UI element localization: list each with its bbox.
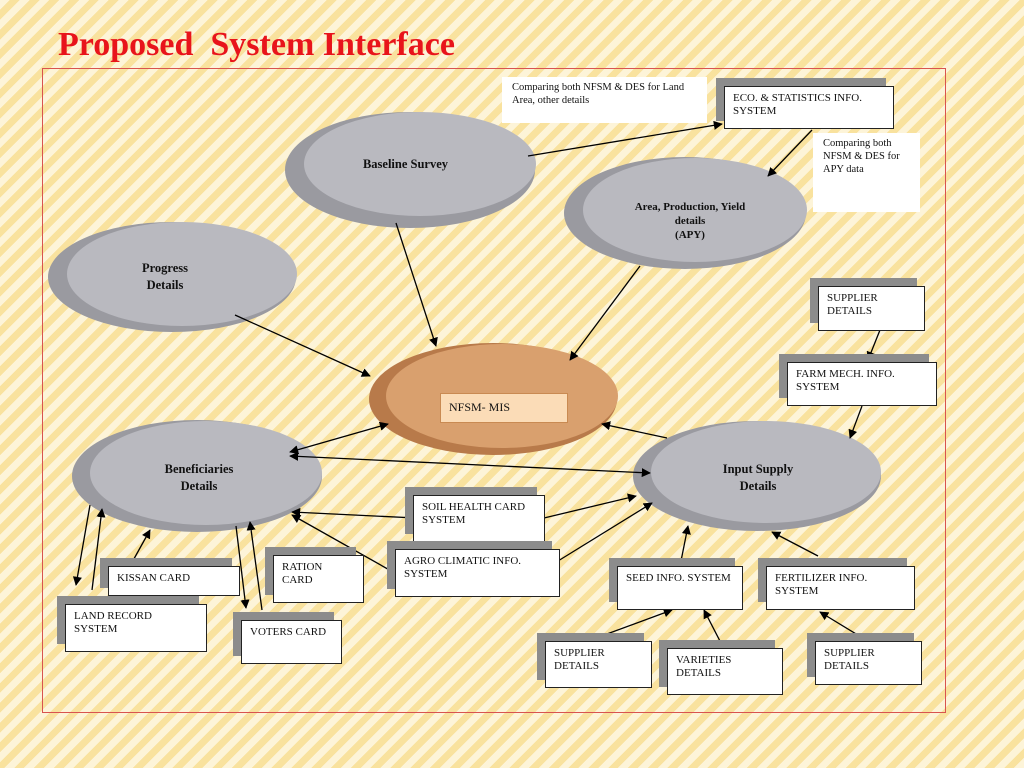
arrow-agro-to-input [557,502,653,562]
label-input-supply: Input Supply Details [703,461,813,495]
note-apy-data: Comparing both NFSM & DES for APY data [813,133,920,212]
arrow-soil-to-input [543,493,637,519]
label-nfsm-mis: NFSM- MIS [440,393,568,423]
box-soil-health: SOIL HEALTH CARD SYSTEM [413,495,545,542]
arrow-supplier-to-farmmech [866,329,881,361]
box-varieties: VARIETIES DETAILS [667,648,783,695]
box-fertilizer: FERTILIZER INFO. SYSTEM [766,566,915,610]
arrow-kissan-to-beneficiaries [129,529,151,567]
progress-line-2: Details [146,278,184,292]
arrow-beneficiaries-to-voters [235,525,250,609]
arrow-farmmech-to-input [848,405,863,439]
oval-baseline-survey [285,112,536,228]
label-progress: Progress Details [115,260,215,294]
oval-input-supply [633,421,881,531]
arrow-fertilizer-to-input [771,531,819,557]
box-ration: RATION CARD [273,555,364,603]
oval-apy [564,157,807,269]
box-kissan: KISSAN CARD [108,566,240,596]
progress-line-1: Progress [141,261,189,275]
arrow-agro-to-beneficiaries [291,514,394,573]
arrow-land-to-beneficiaries [91,508,106,591]
apy-line-3: (APY) [675,229,705,241]
oval-beneficiaries [72,420,322,532]
page-title: Proposed System Interface [58,26,455,63]
arrow-varieties-to-seed [703,609,723,646]
box-agro-climatic: AGRO CLIMATIC INFO. SYSTEM [395,549,560,597]
note-land-area: Comparing both NFSM & DES for Land Area,… [502,77,707,123]
arrow-voters-to-beneficiaries [246,521,263,611]
arrow-mis-beneficiaries [289,421,389,455]
box-seed: SEED INFO. SYSTEM [617,566,743,610]
oval-progress [48,222,297,332]
box-land-record: LAND RECORD SYSTEM [65,604,207,652]
box-voters: VOTERS CARD [241,620,342,664]
beneficiaries-line-2: Details [180,479,218,493]
arrow-seed-to-input [679,525,691,567]
arrow-input-to-mis [601,421,668,439]
arrow-progress-to-mis [234,314,371,377]
label-baseline-survey: Baseline Survey [362,157,449,171]
box-supplier-seed: SUPPLIER DETAILS [545,641,652,688]
arrow-baseline-to-mis [395,222,438,347]
apy-line-1: Area, Production, Yield [634,201,746,213]
label-apy: Area, Production, Yield details (APY) [625,200,755,242]
input-supply-line-1: Input Supply [722,462,794,476]
arrow-supplier-fert-to-fert [819,611,867,641]
arrow-beneficiaries-input [289,451,651,478]
arrow-baseline-to-eco [527,120,723,157]
box-supplier-fert: SUPPLIER DETAILS [815,641,922,685]
arrow-apy-to-mis [569,265,641,361]
box-eco-statistics: ECO. & STATISTICS INFO. SYSTEM [724,86,894,129]
arrow-soil-to-beneficiaries [291,507,417,519]
box-supplier-top: SUPPLIER DETAILS [818,286,925,331]
box-farm-mech: FARM MECH. INFO. SYSTEM [787,362,937,406]
arrow-supplier-seed-to-seed [595,608,673,639]
diagram-frame [42,68,946,713]
arrow-eco-to-apy [767,129,813,177]
input-supply-line-2: Details [739,479,777,493]
beneficiaries-line-1: Beneficiaries [164,462,234,476]
label-beneficiaries: Beneficiaries Details [144,461,254,495]
apy-line-2: details [674,215,706,227]
arrow-beneficiaries-to-land-1 [72,504,91,586]
